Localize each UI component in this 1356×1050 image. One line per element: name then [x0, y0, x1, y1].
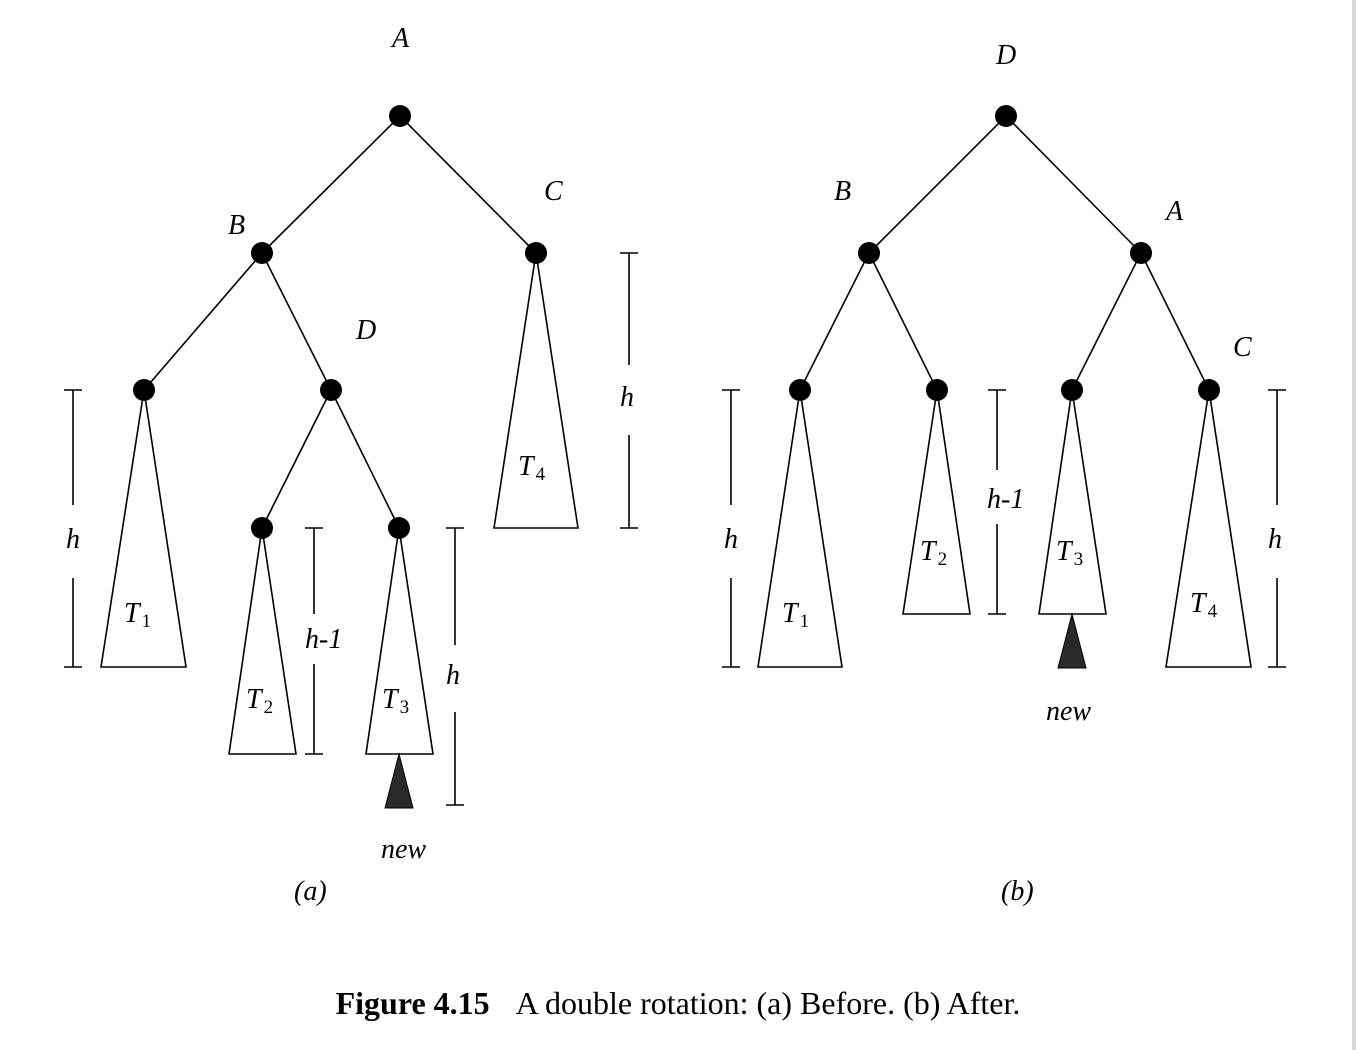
subtree-t3 [365, 527, 434, 755]
height-bar-t1 [64, 389, 82, 668]
subtree-t1 [757, 389, 843, 668]
subtree-t2 [228, 527, 297, 755]
node-t3-root [1061, 379, 1083, 401]
label-node-c: C [544, 176, 563, 207]
node-t2-root [251, 517, 273, 539]
height-label-t2-t3: h-1 [987, 484, 1024, 515]
edge-a-c [1140, 252, 1210, 391]
node-d [320, 379, 342, 401]
height-label-t2: h-1 [305, 624, 342, 655]
edge-a-t3 [1071, 252, 1142, 391]
label-node-d: D [995, 40, 1016, 71]
edge-d-b [868, 115, 1007, 254]
height-bar-t3 [446, 527, 464, 806]
new-node-marker [1057, 612, 1087, 669]
node-c [525, 242, 547, 264]
height-bar-t2-t3 [988, 389, 1006, 615]
edge-b-d [261, 252, 332, 391]
edge-d-a [1005, 115, 1142, 254]
node-d [995, 105, 1017, 127]
height-label-t3: h [446, 660, 460, 691]
label-node-b: B [228, 210, 245, 241]
edge-b-t2 [868, 252, 938, 391]
subtree-t1 [100, 389, 187, 668]
figure-caption-text: A double rotation: (a) Before. (b) After… [515, 985, 1021, 1021]
height-bar-t2 [305, 527, 323, 755]
label-node-c: C [1233, 332, 1252, 363]
height-bar-t1 [722, 389, 740, 668]
node-t1-root [789, 379, 811, 401]
edge-d-t2 [261, 389, 332, 529]
node-b [858, 242, 880, 264]
label-node-a: A [390, 23, 410, 54]
panel-b-label: (b) [1001, 876, 1034, 907]
subtree-t2 [902, 389, 971, 615]
subtree-t4 [1165, 389, 1252, 668]
subtree-t4 [493, 252, 579, 529]
label-node-d: D [355, 315, 376, 346]
node-c [1198, 379, 1220, 401]
panel-a-label: (a) [294, 876, 327, 907]
edge-a-b [261, 115, 401, 254]
node-t3-root [388, 517, 410, 539]
figure-caption: Figure 4.15 A double rotation: (a) Before… [0, 985, 1356, 1022]
node-b [251, 242, 273, 264]
new-node-marker [384, 752, 414, 809]
label-node-a: A [1164, 196, 1184, 227]
page-edge [1352, 0, 1356, 1050]
height-label-t4: h [620, 382, 634, 413]
edge-a-c [399, 115, 537, 254]
height-label-t1: h [724, 524, 738, 555]
subtree-t3 [1038, 389, 1107, 615]
node-t1-root [133, 379, 155, 401]
height-label-t4: h [1268, 524, 1282, 555]
node-a [389, 105, 411, 127]
edge-b-t1 [143, 252, 263, 391]
new-label-a: new [381, 834, 426, 865]
new-label-b: new [1046, 696, 1091, 727]
height-bar-t4 [1268, 389, 1286, 668]
figure-number: Figure 4.15 [335, 985, 490, 1021]
node-t2-root [926, 379, 948, 401]
label-node-b: B [834, 176, 851, 207]
edge-d-t3 [330, 389, 400, 529]
height-bar-t4 [620, 252, 638, 529]
node-a [1130, 242, 1152, 264]
height-label-t1: h [66, 524, 80, 555]
edge-b-t1 [799, 252, 870, 391]
